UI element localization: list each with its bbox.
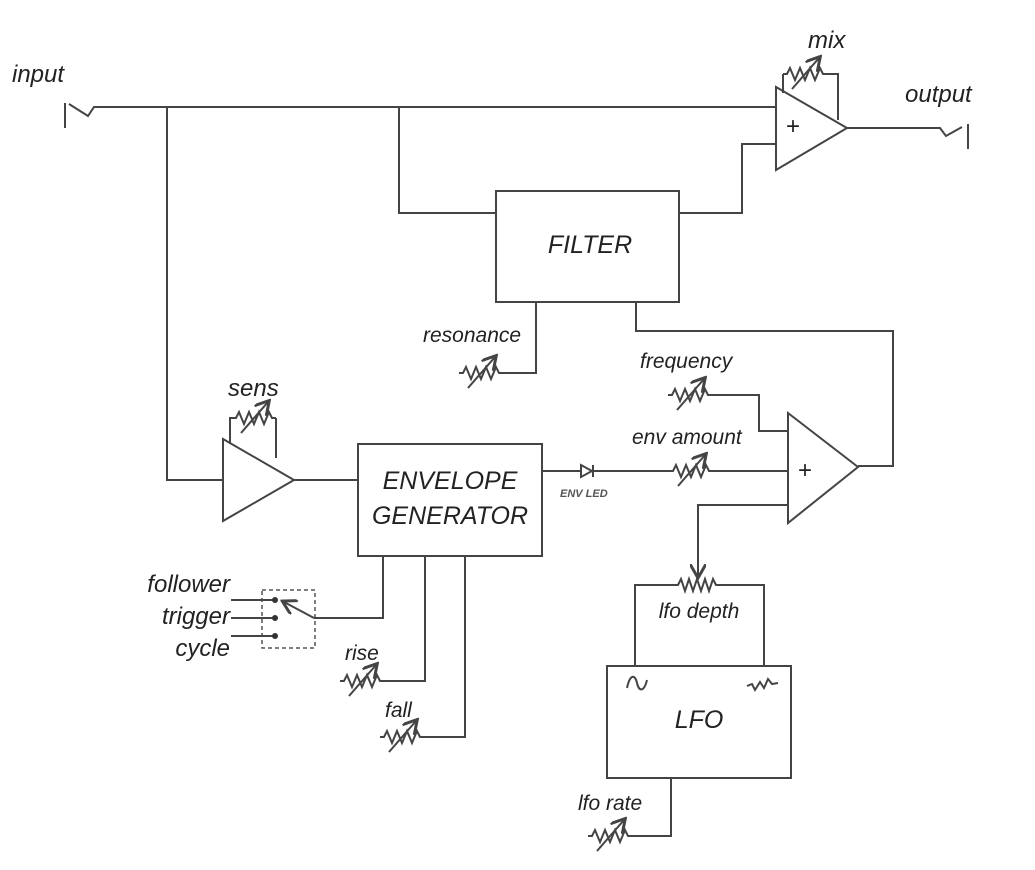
- cv-summer-icon: [787, 410, 860, 526]
- switch-wire: [314, 556, 384, 619]
- input-label: input: [12, 61, 65, 88]
- envelope-label-line2: GENERATOR: [372, 502, 528, 530]
- filter-block: [495, 190, 680, 303]
- random-wave-icon: [746, 677, 779, 693]
- trigger-label: trigger: [162, 603, 231, 630]
- sens-amplifier-icon: [222, 437, 296, 523]
- lfo-to-summer-wire: [698, 504, 788, 576]
- lfo-rate-label: lfo rate: [578, 792, 642, 815]
- wire-to-filter: [398, 107, 496, 214]
- output-wire: [847, 126, 963, 138]
- mix-potentiometer-icon[interactable]: [782, 58, 839, 120]
- fall-wire: [424, 556, 466, 738]
- sine-wave-icon: [626, 675, 648, 691]
- rise-potentiometer-icon[interactable]: [340, 665, 384, 696]
- sens-label: sens: [228, 375, 279, 402]
- envelope-generator-block: [357, 443, 543, 557]
- resonance-potentiometer-icon[interactable]: [459, 357, 503, 388]
- env-amount-label: env amount: [632, 426, 743, 449]
- lfo-block: [606, 665, 792, 779]
- mode-switch-icon[interactable]: [231, 589, 316, 649]
- lfo-rate-wire: [632, 778, 672, 837]
- frequency-label: frequency: [640, 350, 734, 373]
- lfo-rate-potentiometer-icon[interactable]: [588, 820, 632, 851]
- filter-to-mixer-wire: [679, 143, 776, 214]
- rise-wire: [384, 556, 426, 682]
- mixer-summer-icon: [775, 85, 849, 172]
- env-led-label: ENV LED: [560, 488, 608, 500]
- follower-label: follower: [147, 571, 231, 598]
- mix-label: mix: [808, 27, 846, 54]
- resonance-wire: [503, 302, 537, 374]
- frequency-potentiometer-icon[interactable]: [668, 379, 712, 410]
- env-amount-potentiometer-icon[interactable]: [669, 455, 713, 486]
- frequency-wire: [712, 394, 788, 432]
- fall-label: fall: [385, 699, 413, 722]
- rise-label: rise: [345, 642, 379, 665]
- filter-label: FILTER: [548, 231, 632, 259]
- envelope-label-line1: ENVELOPE: [383, 467, 518, 495]
- input-jack-icon: [64, 103, 100, 128]
- lfo-depth-potentiometer-icon[interactable]: [634, 575, 765, 666]
- cv-summer-plus: +: [798, 457, 812, 484]
- env-led-diode-icon: [580, 463, 595, 479]
- fall-potentiometer-icon[interactable]: [380, 721, 424, 752]
- sens-potentiometer-icon[interactable]: [229, 402, 277, 458]
- wire-to-sens: [166, 107, 223, 481]
- cv-to-filter-wire: [635, 302, 894, 467]
- mixer-plus: +: [786, 113, 800, 140]
- lfo-label: LFO: [675, 706, 724, 734]
- output-label: output: [905, 81, 973, 108]
- resonance-label: resonance: [423, 324, 521, 347]
- cycle-label: cycle: [175, 635, 230, 662]
- lfo-depth-label: lfo depth: [659, 600, 740, 623]
